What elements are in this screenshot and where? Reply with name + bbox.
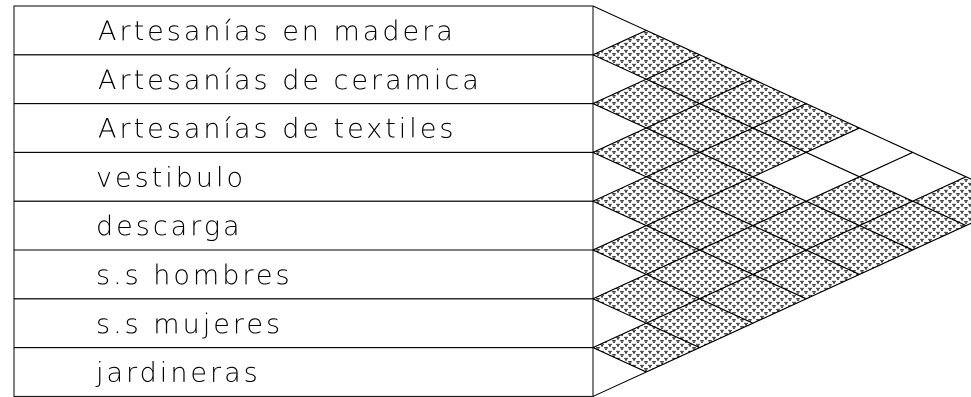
grid-line-up-3 (592, 78, 754, 153)
grid-line-down-1 (592, 54, 967, 227)
space-label: descarga (96, 211, 243, 242)
space-row: s.s mujeres (13, 298, 594, 349)
grid-line-down-7 (592, 347, 647, 373)
grid-line-down-3 (592, 151, 860, 275)
grid-line-up-5 (592, 127, 860, 251)
space-row: s.s hombres (13, 249, 594, 300)
space-label: vestibulo (96, 162, 246, 193)
grid-line-up-4 (592, 103, 807, 202)
grid-line-up-1 (592, 29, 647, 56)
grid-line-up-2 (592, 54, 700, 105)
space-row: Artesanías de textiles (13, 103, 594, 153)
matrix-grid-lines (592, 5, 971, 397)
space-row: jardineras (13, 347, 594, 397)
space-label: Artesanías de ceramica (98, 65, 482, 96)
grid-line-down-5 (592, 249, 754, 324)
space-row-box (13, 347, 594, 397)
space-label: Artesanías en madera (98, 16, 456, 47)
space-label: s.s hombres (96, 260, 293, 291)
grid-line-up-8 (592, 222, 971, 397)
space-label: jardineras (95, 358, 261, 389)
space-row: Artesanías en madera (13, 5, 594, 56)
space-label: s.s mujeres (96, 309, 283, 340)
space-row: Artesanías de ceramica (13, 54, 594, 105)
space-label: Artesanías de textiles (98, 114, 457, 145)
space-row: vestibulo (13, 151, 594, 202)
grid-line-up-7 (592, 176, 967, 349)
relationship-cells (591, 29, 971, 373)
space-row: descarga (13, 200, 594, 251)
grid-line-up-6 (592, 151, 913, 300)
